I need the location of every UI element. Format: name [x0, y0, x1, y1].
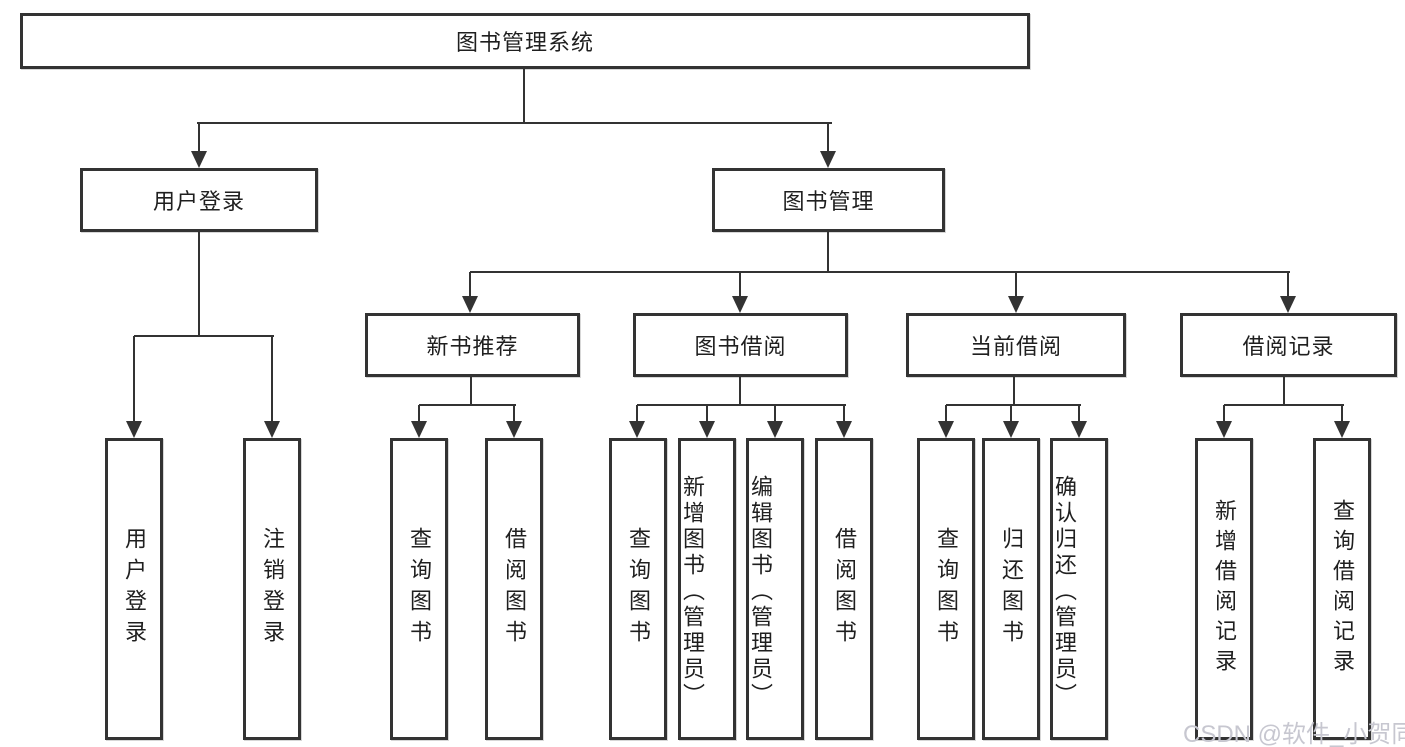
connector-line — [271, 336, 273, 423]
connector-line — [469, 272, 471, 298]
arrowhead-down-icon — [938, 421, 954, 438]
arrowhead-down-icon — [1008, 296, 1024, 313]
connector-line — [739, 272, 741, 298]
leaf-newbooks-query-books-label: 查询图书 — [407, 527, 432, 651]
node-library-system-label: 图书管理系统 — [455, 30, 594, 55]
arrowhead-down-icon — [264, 421, 280, 438]
leaf-current-return-books-label: 归还图书 — [999, 527, 1024, 651]
connector-line — [133, 336, 135, 423]
connector-line — [1341, 405, 1343, 423]
connector-line — [637, 404, 846, 406]
connector-line — [843, 405, 845, 423]
arrowhead-down-icon — [732, 296, 748, 313]
leaf-records-query-record: 查询借阅记录 — [1313, 438, 1371, 740]
arrowhead-down-icon — [767, 421, 783, 438]
leaf-logout-login-label: 注销登录 — [260, 527, 285, 651]
leaf-borrow-add-books-admin: 新增图书（管理员） — [678, 438, 736, 740]
arrowhead-down-icon — [506, 421, 522, 438]
connector-line — [636, 405, 638, 423]
leaf-borrow-edit-books-admin-label: 编辑图书（管理员） — [748, 474, 773, 709]
node-current-borrowing: 当前借阅 — [906, 313, 1126, 377]
leaf-borrow-query-books: 查询图书 — [609, 438, 667, 740]
node-borrow-records-label: 借阅记录 — [1242, 334, 1335, 359]
connector-line — [470, 271, 1290, 273]
connector-line — [198, 123, 200, 153]
node-current-borrowing-label: 当前借阅 — [969, 334, 1062, 359]
leaf-records-add-record-label: 新增借阅记录 — [1212, 499, 1237, 679]
leaf-newbooks-borrow-books-label: 借阅图书 — [502, 527, 527, 651]
connector-line — [198, 232, 200, 336]
connector-line — [946, 404, 1081, 406]
node-library-system: 图书管理系统 — [20, 13, 1030, 69]
leaf-current-query-books-label: 查询图书 — [934, 527, 959, 651]
leaf-borrow-add-books-admin-label: 新增图书（管理员） — [680, 474, 705, 709]
connector-line — [523, 69, 525, 123]
leaf-user-login: 用户登录 — [105, 438, 163, 740]
arrowhead-down-icon — [1003, 421, 1019, 438]
connector-line — [1010, 405, 1012, 423]
arrowhead-down-icon — [191, 151, 207, 168]
node-user-login: 用户登录 — [80, 168, 318, 232]
arrowhead-down-icon — [629, 421, 645, 438]
connector-line — [197, 122, 832, 124]
connector-line — [1224, 404, 1344, 406]
node-book-management: 图书管理 — [712, 168, 945, 232]
leaf-newbooks-borrow-books: 借阅图书 — [485, 438, 543, 740]
connector-line — [419, 404, 516, 406]
connector-line — [1013, 377, 1015, 405]
node-book-borrowing-label: 图书借阅 — [694, 334, 787, 359]
connector-line — [1287, 272, 1289, 298]
leaf-user-login-label: 用户登录 — [122, 527, 147, 651]
arrowhead-down-icon — [126, 421, 142, 438]
connector-line — [827, 123, 829, 153]
node-book-borrowing: 图书借阅 — [633, 313, 848, 377]
leaf-current-confirm-return-admin-label: 确认归还（管理员） — [1052, 474, 1077, 709]
leaf-records-query-record-label: 查询借阅记录 — [1330, 499, 1355, 679]
connector-line — [513, 405, 515, 423]
arrowhead-down-icon — [1216, 421, 1232, 438]
node-borrow-records: 借阅记录 — [1180, 313, 1397, 377]
leaf-records-add-record: 新增借阅记录 — [1195, 438, 1253, 740]
connector-line — [1015, 272, 1017, 298]
arrowhead-down-icon — [820, 151, 836, 168]
node-book-management-label: 图书管理 — [782, 189, 875, 214]
leaf-current-confirm-return-admin: 确认归还（管理员） — [1050, 438, 1108, 740]
arrowhead-down-icon — [1334, 421, 1350, 438]
leaf-current-query-books: 查询图书 — [917, 438, 975, 740]
node-user-login-label: 用户登录 — [152, 189, 245, 214]
leaf-current-return-books: 归还图书 — [982, 438, 1040, 740]
leaf-borrow-query-books-label: 查询图书 — [626, 527, 651, 651]
leaf-borrow-edit-books-admin: 编辑图书（管理员） — [746, 438, 804, 740]
arrowhead-down-icon — [1071, 421, 1087, 438]
connector-line — [706, 405, 708, 423]
arrowhead-down-icon — [836, 421, 852, 438]
connector-line — [1223, 405, 1225, 423]
leaf-logout-login: 注销登录 — [243, 438, 301, 740]
csdn-watermark: CSDN @软件_小贺同学 — [1183, 721, 1405, 747]
leaf-newbooks-query-books: 查询图书 — [390, 438, 448, 740]
connector-line — [1078, 405, 1080, 423]
connector-line — [134, 335, 274, 337]
leaf-borrow-borrow-books: 借阅图书 — [815, 438, 873, 740]
connector-line — [827, 232, 829, 272]
connector-line — [1283, 377, 1285, 405]
connector-line — [418, 405, 420, 423]
node-new-book-recommend: 新书推荐 — [365, 313, 580, 377]
arrowhead-down-icon — [1280, 296, 1296, 313]
connector-line — [945, 405, 947, 423]
arrowhead-down-icon — [411, 421, 427, 438]
arrowhead-down-icon — [462, 296, 478, 313]
connector-line — [774, 405, 776, 423]
connector-line — [739, 377, 741, 405]
arrowhead-down-icon — [699, 421, 715, 438]
node-new-book-recommend-label: 新书推荐 — [426, 334, 519, 359]
connector-line — [470, 377, 472, 405]
leaf-borrow-borrow-books-label: 借阅图书 — [832, 527, 857, 651]
